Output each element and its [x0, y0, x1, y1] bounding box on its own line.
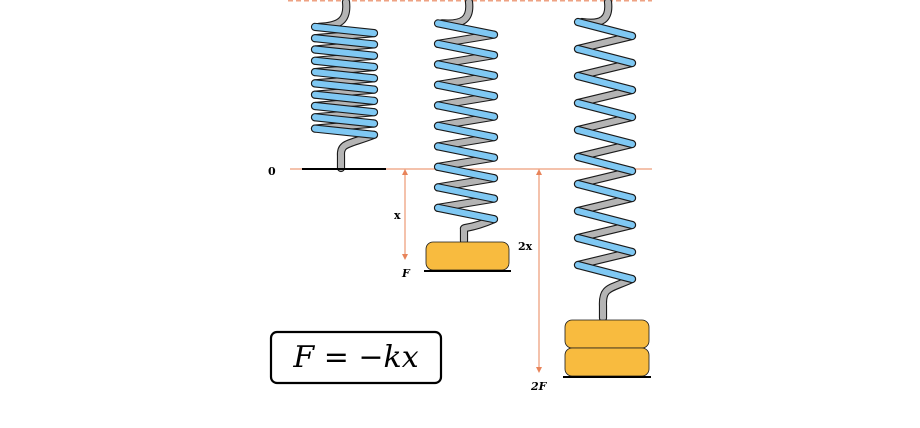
- spring-unloaded: [310, 0, 379, 173]
- coil-front: [575, 100, 635, 120]
- coil-front: [312, 102, 377, 116]
- formula: F = −kx: [292, 340, 418, 375]
- coil-front: [435, 122, 497, 141]
- coil-front: [435, 40, 497, 59]
- label-x: x: [394, 209, 401, 222]
- coil-back: [575, 87, 635, 106]
- coil-front: [435, 61, 497, 79]
- formula-box: [269, 330, 443, 385]
- coil-front: [575, 127, 635, 147]
- coil-front: [312, 23, 377, 37]
- label-2x: 2x: [518, 240, 533, 253]
- coil-front: [312, 46, 377, 59]
- weight-block-lower: [564, 347, 650, 377]
- spring-one-weight: [433, 0, 499, 246]
- spring-tail: [599, 276, 635, 321]
- coil-front: [435, 204, 497, 223]
- spring-tail: [337, 131, 377, 171]
- coil-back: [575, 141, 635, 160]
- coil-front: [435, 20, 497, 38]
- coil-front: [575, 154, 635, 174]
- springs-layer: [310, 0, 637, 323]
- coil-back: [575, 60, 635, 79]
- coil-front: [575, 235, 635, 255]
- coil-front: [435, 184, 497, 202]
- coil-back: [575, 114, 635, 133]
- coil-front: [312, 80, 377, 93]
- coil-front: [312, 57, 377, 71]
- weight-block: [425, 241, 510, 271]
- coil-front: [575, 208, 635, 228]
- coil-front: [435, 81, 497, 100]
- coil-front: [312, 125, 377, 138]
- label-F: F: [401, 267, 411, 280]
- coil-front: [575, 73, 635, 93]
- coil-front: [312, 35, 377, 48]
- label-2F: 2F: [530, 380, 548, 393]
- coil-back: [575, 249, 635, 268]
- coil-front: [312, 114, 377, 127]
- coil-back: [575, 168, 635, 187]
- coil-front: [575, 262, 635, 282]
- coil-back: [575, 33, 635, 52]
- coil-back: [575, 222, 635, 241]
- coil-front: [575, 181, 635, 201]
- coil-back: [575, 195, 635, 214]
- coil-front: [575, 19, 635, 39]
- coil-front: [435, 102, 497, 120]
- spring-tail: [461, 216, 497, 244]
- coil-front: [435, 143, 497, 161]
- coil-front: [435, 163, 497, 182]
- weight-block-upper: [564, 319, 650, 349]
- coil-front: [575, 46, 635, 66]
- coil-front: [312, 91, 377, 104]
- coil-front: [312, 69, 377, 82]
- label-zero: 0: [268, 165, 276, 178]
- spring-two-weights: [573, 0, 637, 323]
